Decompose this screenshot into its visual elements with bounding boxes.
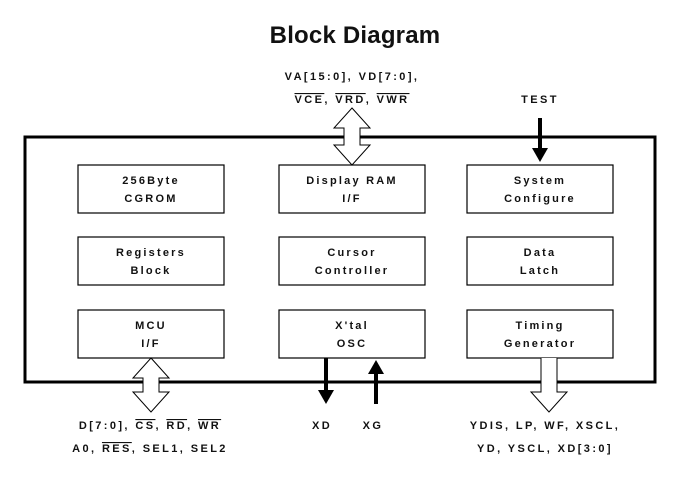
- block-display-ram-if: Display RAM I/F: [278, 164, 426, 214]
- lcd-bus-output-arrow: [529, 358, 569, 413]
- block-registers-line2: Block: [131, 265, 172, 277]
- res-signal: RES: [102, 443, 132, 455]
- block-data-latch: Data Latch: [466, 236, 614, 286]
- block-registers: Registers Block: [77, 236, 225, 286]
- block-cursor-controller-line2: Controller: [315, 265, 390, 277]
- lcd-bus-label-line1: YDIS, LP, WF, XSCL,: [470, 420, 621, 432]
- block-system-configure-line2: Configure: [504, 193, 576, 205]
- block-display-ram-line2: I/F: [342, 193, 361, 205]
- block-cgrom-line1: 256Byte: [122, 175, 180, 187]
- block-xtal-osc: X'tal OSC: [278, 309, 426, 359]
- block-cursor-controller: Cursor Controller: [278, 236, 426, 286]
- test-signal-label: TEST: [521, 94, 559, 106]
- cs-signal: CS: [135, 420, 155, 432]
- block-mcu-if-line1: MCU: [135, 320, 167, 332]
- block-data-latch-line2: Latch: [520, 265, 560, 277]
- block-system-configure: System Configure: [466, 164, 614, 214]
- block-xtal-osc-line1: X'tal: [335, 320, 369, 332]
- chip-boundary: [23, 135, 657, 384]
- block-cgrom: 256Byte CGROM: [77, 164, 225, 214]
- rd-signal: RD: [166, 420, 187, 432]
- mcu-bus-bidirectional-arrow: [131, 357, 171, 413]
- xg-input-arrow: [368, 360, 384, 404]
- test-input-arrow: [532, 118, 548, 162]
- mcu-bus-label-line1: D[7:0], CS, RD, WR: [79, 420, 221, 432]
- block-timing-generator-line1: Timing: [515, 320, 564, 332]
- vwr-signal: VWR: [377, 94, 410, 106]
- block-data-latch-line1: Data: [524, 247, 557, 259]
- lcd-bus-label-line2: YD, YSCL, XD[3:0]: [477, 443, 613, 455]
- block-xtal-osc-line2: OSC: [337, 338, 367, 350]
- xd-output-arrow: [318, 358, 334, 404]
- block-mcu-if: MCU I/F: [77, 309, 225, 359]
- block-timing-generator-line2: Generator: [504, 338, 576, 350]
- vrd-signal: VRD: [335, 94, 365, 106]
- block-mcu-if-line2: I/F: [141, 338, 160, 350]
- vce-signal: VCE: [295, 94, 325, 106]
- xg-signal-label: XG: [363, 420, 384, 432]
- block-timing-generator: Timing Generator: [466, 309, 614, 359]
- block-system-configure-line1: System: [514, 175, 566, 187]
- xd-signal-label: XD: [312, 420, 332, 432]
- block-registers-line1: Registers: [116, 247, 186, 259]
- mcu-bus-label-line2: A0, RES, SEL1, SEL2: [72, 443, 228, 455]
- vram-bus-label-line1: VA[15:0], VD[7:0],: [285, 71, 420, 83]
- diagram-title: Block Diagram: [270, 22, 441, 49]
- vram-bus-label-line2: VCE, VRD, VWR: [295, 94, 410, 106]
- wr-signal: WR: [198, 420, 221, 432]
- vram-bus-bidirectional-arrow: [332, 107, 372, 166]
- block-cgrom-line2: CGROM: [124, 193, 177, 205]
- block-display-ram-line1: Display RAM: [306, 175, 397, 187]
- block-cursor-controller-line1: Cursor: [327, 247, 376, 259]
